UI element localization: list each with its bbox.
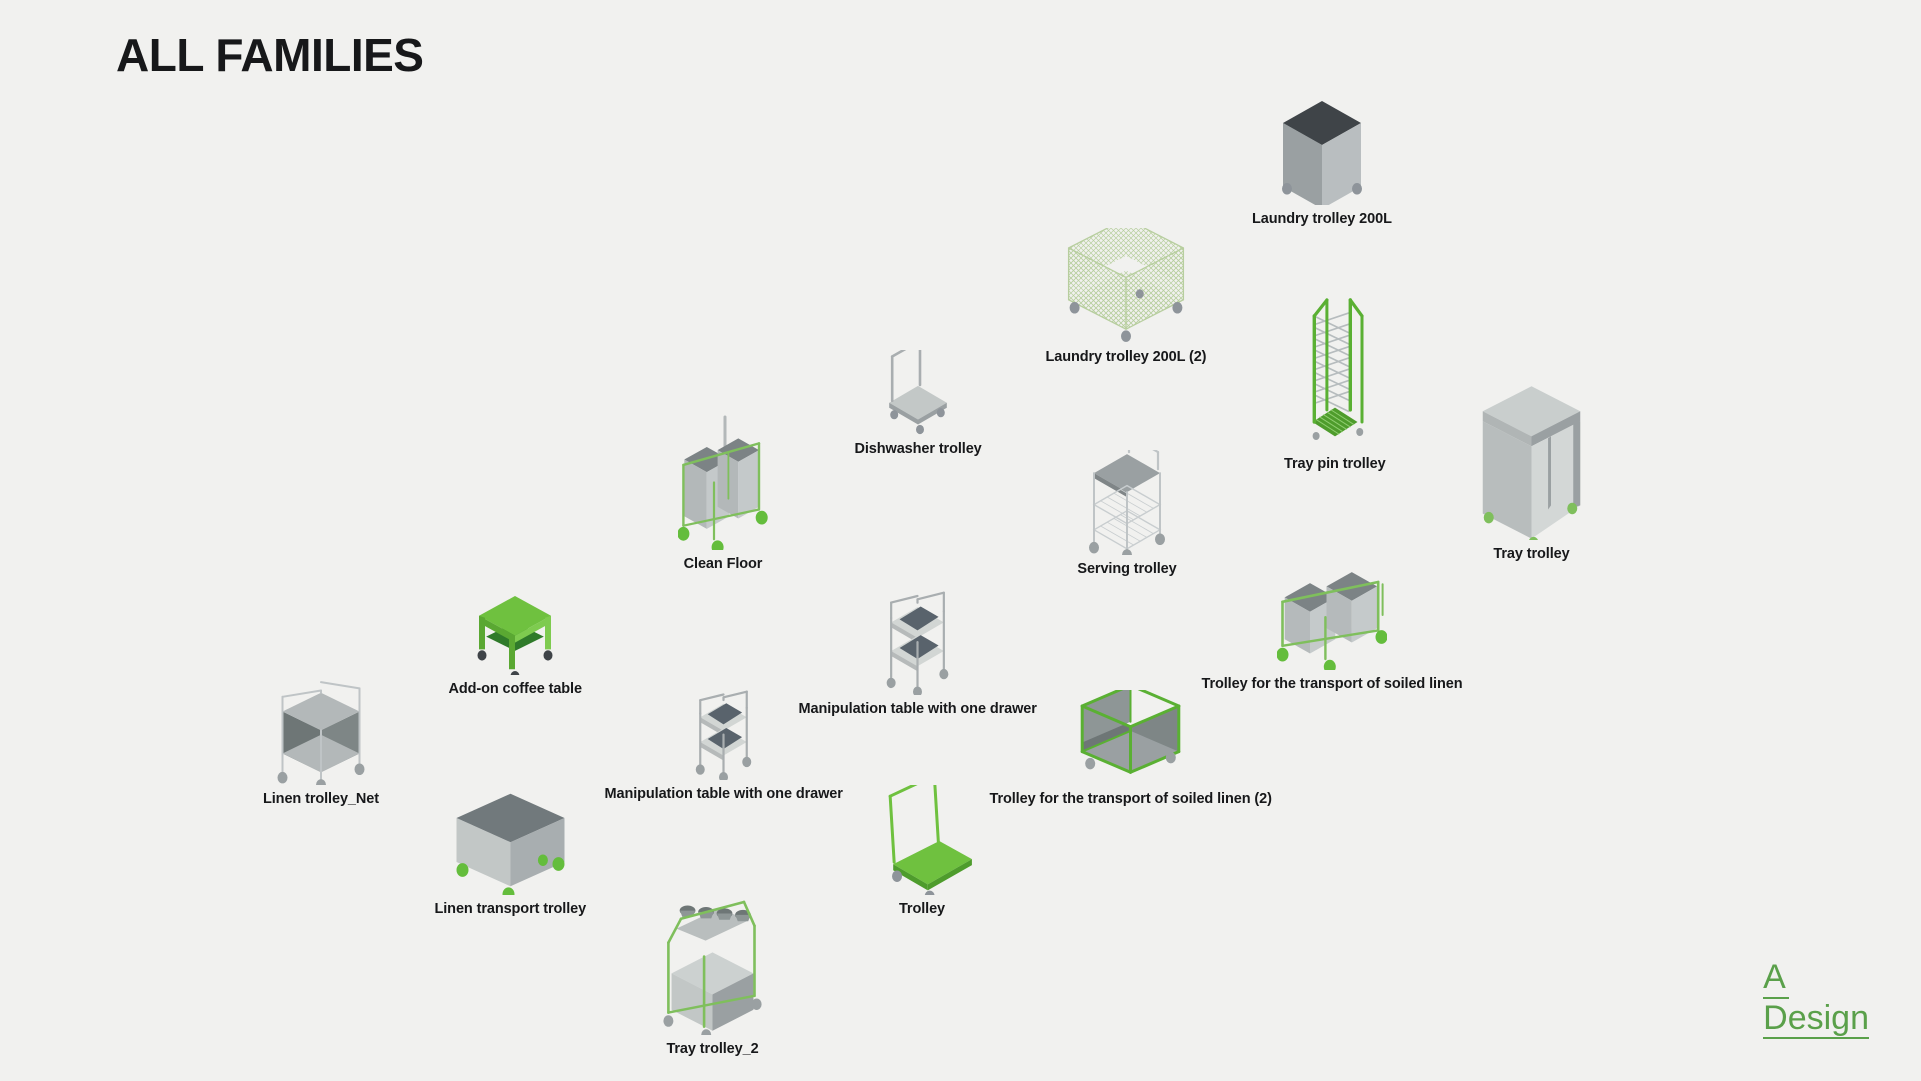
product-thumbnail-tray-trolley-2: [660, 895, 765, 1035]
brand-logo[interactable]: A Design: [1763, 959, 1869, 1039]
product-label: Trolley for the transport of soiled line…: [1201, 676, 1463, 692]
product-thumbnail-serving-trolley: [1077, 450, 1177, 555]
product-label: Serving trolley: [1077, 561, 1177, 577]
product-thumbnail-manipulation-table-with-one-drawer: [875, 585, 960, 695]
product-item-manipulation-table-with-one-drawer[interactable]: Manipulation table with one drawer: [799, 585, 1037, 717]
product-label: Tray pin trolley: [1284, 456, 1386, 472]
product-label: Trolley: [898, 901, 946, 917]
product-label: Trolley for the transport of soiled line…: [989, 791, 1272, 807]
product-label: Tray trolley: [1493, 546, 1570, 562]
product-thumbnail-trolley: [862, 785, 982, 895]
product-item-trolley-for-the-transport-of-soiled-linen[interactable]: Trolley for the transport of soiled line…: [1202, 560, 1463, 692]
product-label: Add-on coffee table: [448, 681, 583, 697]
product-thumbnail-add-on-coffee-table: [470, 595, 560, 675]
product-label: Laundry trolley 200L: [1252, 211, 1392, 227]
product-label: Tray trolley_2: [666, 1041, 759, 1057]
product-thumbnail-manipulation-table-with-one-drawer-2: [686, 685, 761, 780]
product-item-dishwasher-trolley[interactable]: Dishwasher trolley: [855, 350, 982, 457]
product-item-manipulation-table-with-one-drawer-2[interactable]: Manipulation table with one drawer: [605, 685, 843, 802]
product-thumbnail-linen-transport-trolley: [443, 785, 578, 895]
product-thumbnail-dishwasher-trolley: [878, 350, 958, 435]
product-item-tray-trolley-2[interactable]: Tray trolley_2: [660, 895, 765, 1057]
product-label: Linen trolley_Net: [263, 791, 379, 807]
product-item-clean-floor[interactable]: Clean Floor: [678, 415, 768, 572]
product-item-laundry-trolley-200l[interactable]: Laundry trolley 200L: [1252, 95, 1392, 227]
product-label: Clean Floor: [683, 556, 763, 572]
product-item-add-on-coffee-table[interactable]: Add-on coffee table: [449, 595, 582, 697]
product-item-trolley-for-the-transport-of-soiled-linen-2[interactable]: Trolley for the transport of soiled line…: [990, 690, 1272, 807]
product-label: Linen transport trolley: [434, 901, 587, 917]
product-item-laundry-trolley-200l-2[interactable]: Laundry trolley 200L (2): [1046, 228, 1207, 365]
product-thumbnail-laundry-trolley-200l-2: [1056, 228, 1196, 343]
product-thumbnail-laundry-trolley-200l: [1272, 95, 1372, 205]
product-item-linen-trolley-net[interactable]: Linen trolley_Net: [263, 680, 379, 807]
product-thumbnail-linen-trolley-net: [266, 680, 376, 785]
product-item-trolley[interactable]: Trolley: [862, 785, 982, 917]
product-item-tray-pin-trolley[interactable]: Tray pin trolley: [1284, 290, 1386, 472]
product-label: Manipulation table with one drawer: [604, 786, 843, 802]
product-item-tray-trolley[interactable]: Tray trolley: [1469, 375, 1594, 562]
product-item-serving-trolley[interactable]: Serving trolley: [1077, 450, 1177, 577]
product-thumbnail-tray-pin-trolley: [1290, 290, 1380, 450]
product-thumbnail-tray-trolley: [1469, 375, 1594, 540]
product-thumbnail-trolley-for-the-transport-of-soiled-linen: [1276, 560, 1387, 670]
product-item-linen-transport-trolley[interactable]: Linen transport trolley: [434, 785, 587, 917]
page-title: ALL FAMILIES: [116, 29, 424, 81]
product-thumbnail-trolley-for-the-transport-of-soiled-linen-2: [1073, 690, 1188, 785]
product-label: Dishwasher trolley: [854, 441, 982, 457]
product-thumbnail-clean-floor: [678, 415, 768, 550]
product-label: Laundry trolley 200L (2): [1045, 349, 1207, 365]
brand-mark: A: [1763, 959, 1790, 999]
brand-wordmark: Design: [1763, 1000, 1869, 1039]
product-label: Manipulation table with one drawer: [798, 701, 1037, 717]
